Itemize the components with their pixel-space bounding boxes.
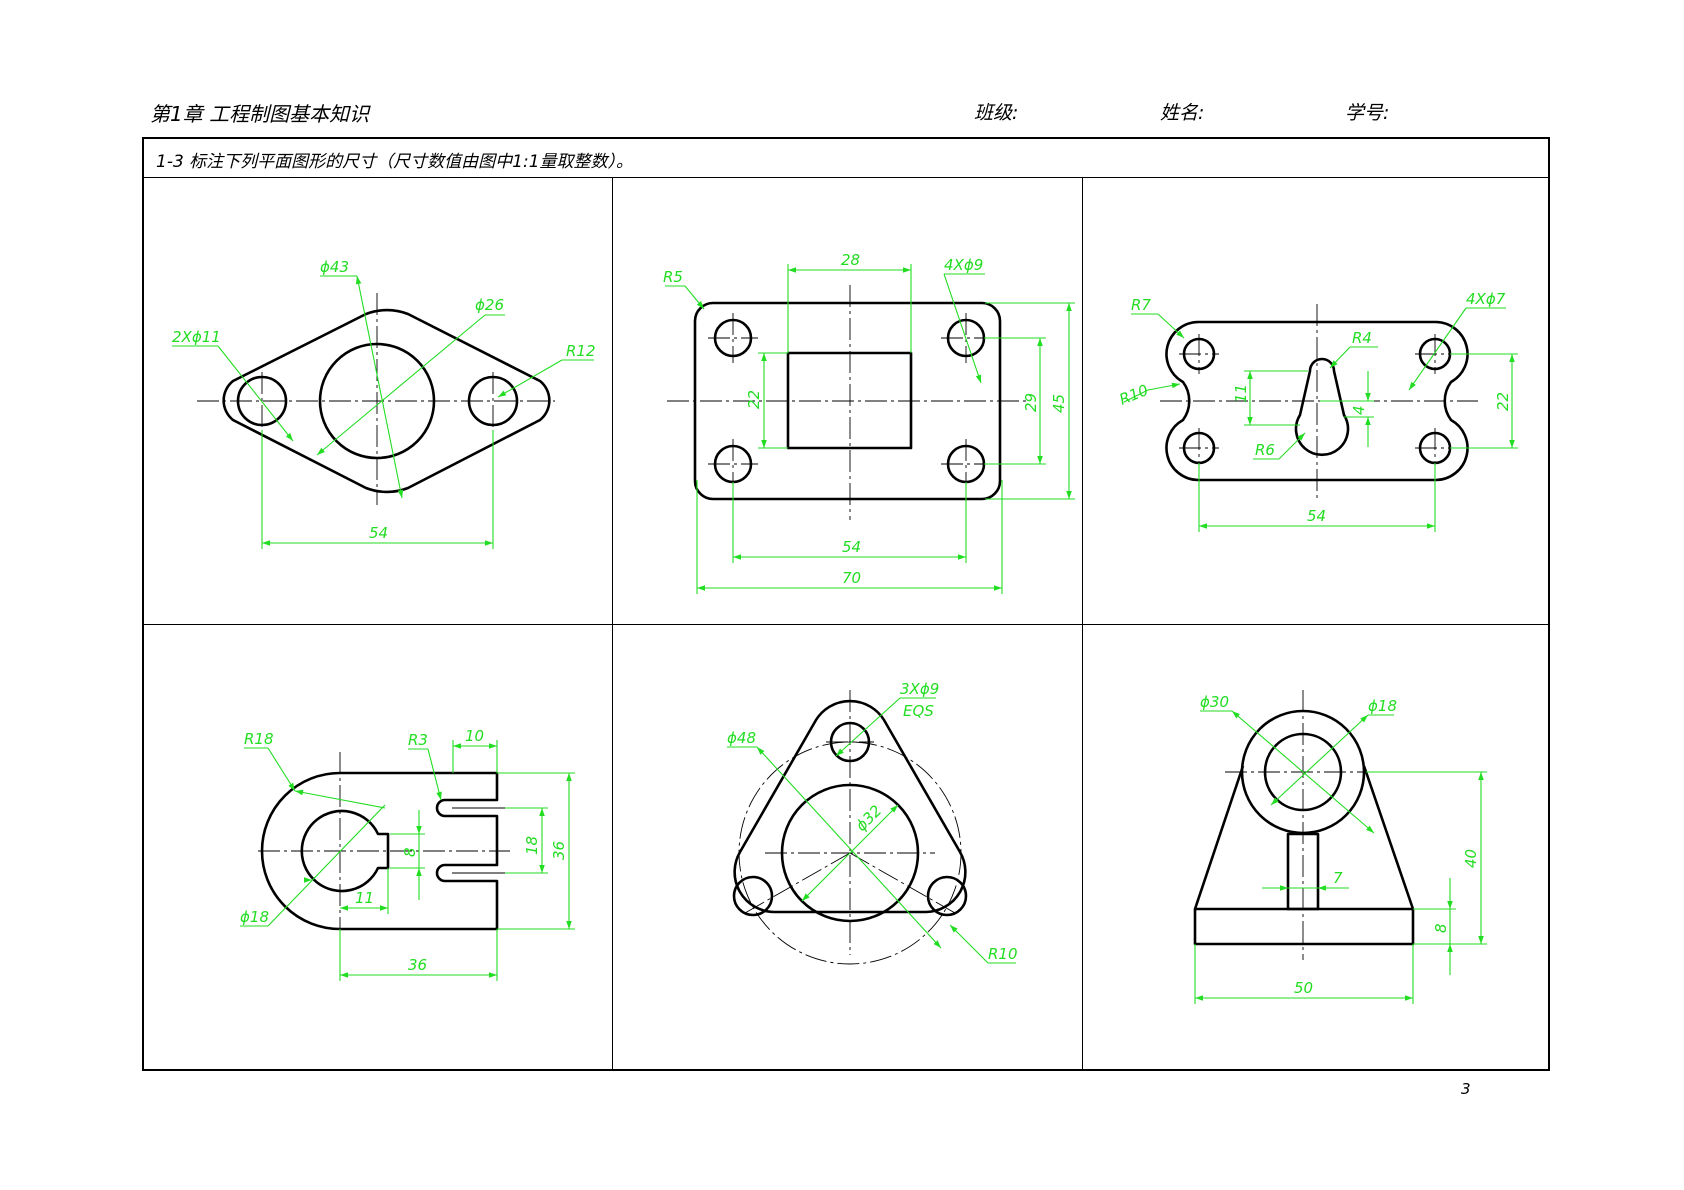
figure-6-dimensions: ϕ30 ϕ18 40 7 8 50 [1194, 693, 1487, 1004]
figure-2-dimensions: 28 R5 4Xϕ9 22 29 45 54 70 [663, 251, 1075, 594]
task-instruction: 1-3 标注下列平面图形的尺寸（尺寸数值由图中1:1量取整数）。 [156, 152, 634, 172]
figure-6-outline [1193, 709, 1415, 946]
figure-3-dim-label: 4 [1350, 405, 1368, 415]
figure-3-bracket: R7 4Xϕ7 R4 R10 11 4 22 R6 [1117, 290, 1518, 532]
figure-3-dimensions: R7 4Xϕ7 R4 R10 11 4 22 R6 [1117, 290, 1518, 532]
figure-3-dim-label: R4 [1352, 329, 1372, 347]
page-number: 3 [1461, 1080, 1471, 1098]
figure-5-dim-label: EQS [903, 702, 934, 720]
figure-3-dim-label: R10 [1117, 381, 1151, 409]
figure-6-bearing-support: ϕ30 ϕ18 40 7 8 50 [1193, 690, 1487, 1004]
figure-3-dim-label: 22 [1494, 392, 1512, 411]
class-label: 班级: [974, 102, 1019, 124]
figure-5-centerlines [738, 690, 962, 965]
task-row: 1-3 标注下列平面图形的尺寸（尺寸数值由图中1:1量取整数）。 [144, 139, 1548, 178]
figure-1-dimensions: 54 ϕ43 ϕ26 2Xϕ11 R12 [172, 258, 596, 549]
figure-6-dim-label: 40 [1462, 849, 1480, 868]
figure-5-dimensions: 3Xϕ9 EQS ϕ48 ϕ32 R10 [727, 680, 1018, 964]
figure-6-centerlines [1225, 690, 1382, 960]
figure-2-dim-label: 45 [1050, 394, 1068, 413]
figure-5-dim-label: R10 [988, 945, 1018, 963]
figure-2-dim-label: 22 [745, 390, 763, 409]
grid-divider [144, 624, 1548, 625]
figure-4-centerlines [258, 752, 510, 945]
figure-3-dim-label: 4Xϕ7 [1466, 290, 1506, 308]
name-label: 姓名: [1160, 102, 1205, 124]
figure-2-dim-label: 29 [1022, 393, 1040, 412]
figure-6-dim-label: ϕ30 [1200, 693, 1229, 711]
figure-2-centerlines [667, 285, 1027, 520]
figure-4-dim-label: R3 [408, 731, 428, 749]
figure-2-dim-label: R5 [663, 268, 683, 286]
figure-3-centerlines [1160, 304, 1478, 500]
figure-6-dim-label: ϕ18 [1368, 697, 1397, 715]
figure-4-dim-label: 36 [408, 956, 427, 974]
figure-2-dim-label: 70 [842, 569, 861, 587]
figure-1-dim-label: ϕ43 [320, 258, 349, 276]
figure-4-dimensions: R18 R3 10 8 18 36 11 [240, 727, 575, 981]
figure-6-dim-label: 8 [1432, 923, 1450, 933]
figure-1-dim-label: R12 [566, 342, 596, 360]
grid-divider [612, 177, 613, 1069]
figure-1-dim-label: ϕ26 [475, 296, 504, 314]
figure-1-dim-label: 54 [369, 524, 388, 542]
student-id-label: 学号: [1345, 102, 1390, 124]
figure-2-dim-label: 28 [841, 251, 860, 269]
figure-1-flange: 54 ϕ43 ϕ26 2Xϕ11 R12 [172, 258, 596, 549]
figure-4-dim-label: 8 [401, 847, 419, 857]
figure-4-dim-label: 11 [355, 889, 374, 907]
figure-4-slotted-part: R18 R3 10 8 18 36 11 [240, 727, 575, 981]
figure-4-dim-label: 10 [465, 727, 484, 745]
figure-4-dim-label: 18 [523, 836, 541, 855]
figure-3-dim-label: R6 [1255, 441, 1275, 459]
figure-2-plate: 28 R5 4Xϕ9 22 29 45 54 70 [663, 251, 1075, 594]
figure-5-dim-label: ϕ48 [727, 729, 756, 747]
figure-5-triangular-plate: 3Xϕ9 EQS ϕ48 ϕ32 R10 [727, 680, 1018, 965]
figure-6-dim-label: 50 [1294, 979, 1313, 997]
worksheet-frame: 1-3 标注下列平面图形的尺寸（尺寸数值由图中1:1量取整数）。 [142, 137, 1550, 1071]
grid-divider [1082, 177, 1083, 1069]
figure-5-dim-label: ϕ32 [852, 802, 885, 835]
figure-3-dim-label: R7 [1131, 296, 1151, 314]
figure-3-dim-label: 11 [1232, 384, 1250, 403]
figure-4-dim-label: R18 [244, 730, 274, 748]
figure-2-dim-label: 4Xϕ9 [944, 256, 983, 274]
figure-1-centerlines [197, 293, 555, 505]
figure-4-dim-label: 36 [550, 841, 568, 860]
figure-6-dim-label: 7 [1333, 869, 1343, 887]
chapter-title: 第1章 工程制图基本知识 [150, 102, 370, 126]
figure-5-dim-label: 3Xϕ9 [900, 680, 939, 698]
figure-3-dim-label: 54 [1307, 507, 1326, 525]
figure-4-dim-label: ϕ18 [240, 908, 269, 926]
figure-2-dim-label: 54 [842, 538, 861, 556]
figure-1-dim-label: 2Xϕ11 [172, 328, 221, 346]
